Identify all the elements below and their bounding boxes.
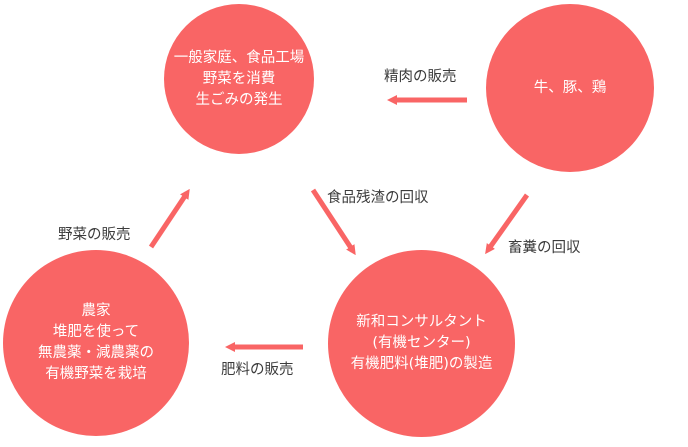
arrow-food-residue [310, 188, 356, 256]
meat-sales-label: 精肉の販売 [384, 69, 457, 85]
arrow-vegetable-sales [148, 188, 190, 249]
farmer-line-4: 有機野菜を栽培 [45, 366, 147, 382]
household-line-3: 生ごみの発生 [195, 91, 283, 108]
farmer-line-2: 堆肥を使って [52, 324, 140, 340]
farmer-line-3: 無農薬・減農薬の [38, 345, 154, 361]
farmer-node: 農家 堆肥を使って 無農薬・減農薬の 有機野菜を栽培 [3, 250, 189, 436]
manure-collection-label: 畜糞の回収 [508, 240, 581, 256]
company-line-2: (有機センター) [372, 335, 471, 351]
food-residue-label: 食品残渣の回収 [327, 190, 429, 206]
farmer-line-1: 農家 [81, 303, 111, 319]
household-factory-node: 一般家庭、食品工場 野菜を消費 生ごみの発生 [164, 4, 314, 154]
arrow-manure [485, 193, 530, 255]
household-line-1: 一般家庭、食品工場 [173, 49, 305, 66]
company-line-3: 有機肥料(堆肥)の製造 [350, 356, 493, 372]
fertilizer-sales-label: 肥料の販売 [221, 362, 294, 378]
livestock-node: 牛、豚、鶏 [486, 4, 654, 172]
company-line-1: 新和コンサルタント [356, 314, 487, 330]
household-line-2: 野菜を消費 [202, 70, 276, 87]
vegetable-sales-label: 野菜の販売 [58, 227, 131, 243]
organic-center-node: 新和コンサルタント (有機センター) 有機肥料(堆肥)の製造 [328, 250, 515, 437]
livestock-line-1: 牛、豚、鶏 [533, 79, 607, 96]
